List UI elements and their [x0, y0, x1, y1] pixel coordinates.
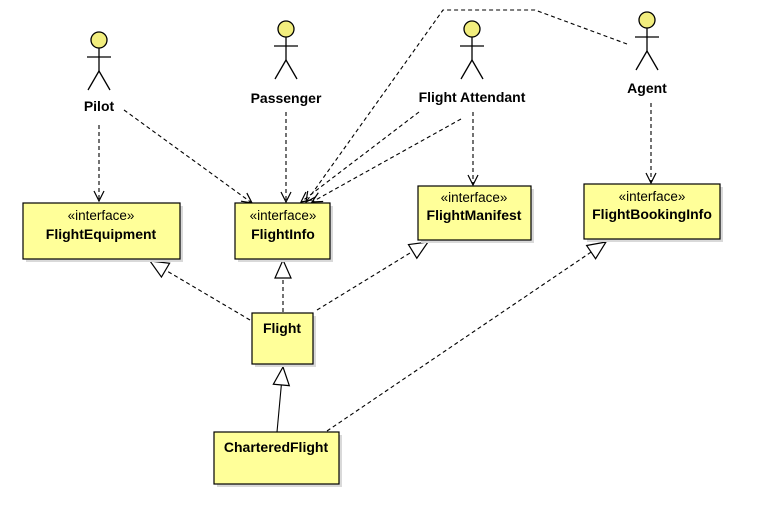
edge-attendant-flightinfo-b — [312, 118, 462, 202]
class-flightmanifest[interactable]: «interface» FlightManifest — [417, 185, 534, 243]
edge-flight-flightmanifest — [316, 242, 428, 311]
class-name: CharteredFlight — [224, 439, 329, 455]
edge-chartered-flightbookinginfo — [326, 242, 606, 432]
class-name: FlightEquipment — [46, 226, 157, 242]
class-box — [251, 312, 314, 365]
class-flightequipment[interactable]: «interface» FlightEquipment — [22, 202, 183, 262]
dependencies — [99, 9, 651, 203]
realizations — [150, 242, 606, 432]
class-name: Flight — [263, 320, 301, 336]
class-name: FlightBookingInfo — [592, 206, 712, 222]
class-box — [213, 431, 340, 485]
class-box — [22, 202, 181, 260]
edge-flight-flightequipment — [150, 261, 251, 321]
stick-figure-icon — [274, 20, 298, 80]
actor-passenger[interactable]: Passenger — [251, 20, 322, 106]
stick-figure-icon — [460, 20, 484, 80]
stereotype-label: «interface» — [250, 208, 317, 223]
actor-label-pilot: Pilot — [84, 98, 115, 114]
actor-flight-attendant[interactable]: Flight Attendant — [419, 20, 526, 105]
actor-agent[interactable]: Agent — [627, 11, 667, 96]
class-box — [417, 185, 532, 241]
actor-label-passenger: Passenger — [251, 90, 322, 106]
class-flight[interactable]: Flight — [251, 312, 316, 367]
class-name: FlightManifest — [427, 207, 522, 223]
actor-label-flight-attendant: Flight Attendant — [419, 89, 526, 105]
edge-agent-flightinfo — [306, 9, 628, 202]
class-name: FlightInfo — [251, 226, 315, 242]
stereotype-label: «interface» — [441, 190, 508, 205]
actor-label-agent: Agent — [627, 80, 667, 96]
class-flightbookinginfo[interactable]: «interface» FlightBookingInfo — [583, 183, 723, 242]
class-box — [583, 183, 721, 240]
stereotype-label: «interface» — [68, 208, 135, 223]
edge-pilot-flightinfo — [123, 109, 252, 203]
class-box — [234, 202, 331, 260]
actor-pilot[interactable]: Pilot — [84, 31, 115, 114]
edge-attendant-flightinfo-a — [301, 111, 420, 202]
edge-chartered-flight — [277, 367, 283, 433]
stick-figure-icon — [87, 31, 111, 91]
class-charteredflight[interactable]: CharteredFlight — [213, 431, 342, 487]
stick-figure-icon — [635, 11, 659, 71]
stereotype-label: «interface» — [619, 189, 686, 204]
class-flightinfo[interactable]: «interface» FlightInfo — [234, 202, 333, 262]
